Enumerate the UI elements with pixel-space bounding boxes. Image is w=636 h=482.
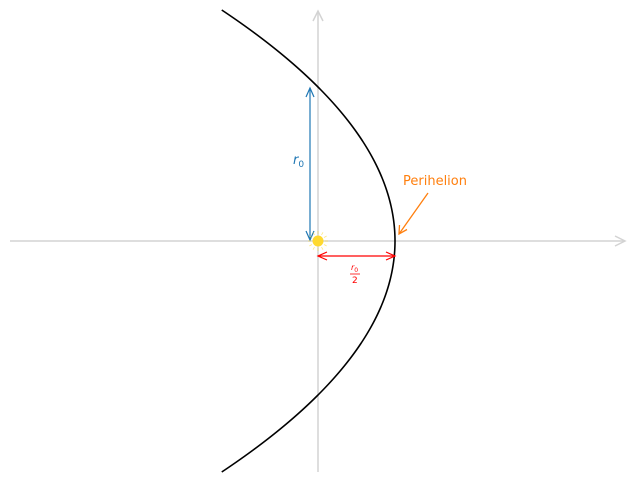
perihelion-pointer-shaft: [398, 192, 429, 235]
r0-arrow-head-bottom: [305, 230, 315, 242]
sun-ray: [321, 232, 324, 236]
sun-ray: [321, 246, 324, 250]
half-r0-numerator: r0: [351, 263, 358, 274]
r0-label: r0: [293, 153, 304, 170]
sun-ray: [312, 232, 315, 236]
half-r0-arrow-head-right: [385, 251, 397, 261]
half-r0-denominator: 2: [352, 276, 358, 286]
r0-arrow: [305, 86, 315, 242]
perihelion-pointer: [398, 192, 429, 236]
half-r0-arrow: [316, 251, 397, 261]
sun-ray: [312, 246, 315, 250]
r0-arrow-head-top: [305, 86, 315, 98]
sun-ray: [323, 244, 327, 247]
half-r0-arrow-head-left: [316, 251, 328, 261]
half-r0-label: r0 2: [350, 263, 360, 286]
parabolic-orbit-curve: [221, 9, 396, 473]
y-axis-arrowhead: [312, 9, 324, 22]
perihelion-pointer-head: [398, 224, 408, 236]
sun-ray: [323, 235, 327, 238]
sun-ray: [309, 244, 313, 247]
sun-disc: [312, 235, 324, 247]
perihelion-label: Perihelion: [403, 174, 467, 189]
sun-ray: [309, 235, 313, 238]
sun-icon: [308, 231, 328, 251]
x-axis-arrowhead: [614, 235, 627, 247]
